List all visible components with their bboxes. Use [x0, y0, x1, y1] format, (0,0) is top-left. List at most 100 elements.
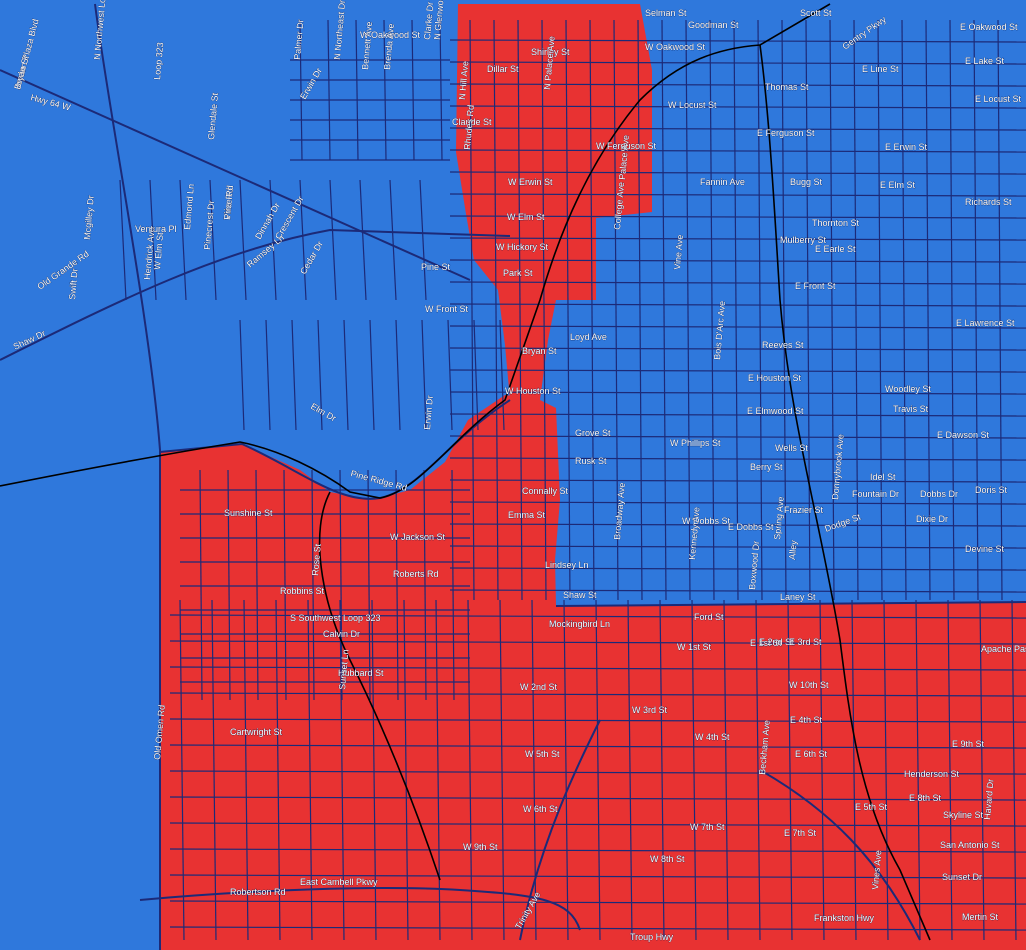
street-segment: [449, 501, 1026, 505]
street-segment: [449, 391, 1026, 395]
street-label: Loyd Ave: [570, 332, 607, 342]
street-segment: [613, 19, 619, 601]
street-label: Lindsey Ln: [545, 560, 589, 570]
street-label: Edmond Ln: [182, 183, 196, 230]
street-segment: [589, 19, 595, 601]
street-segment: [447, 319, 453, 431]
street-label: E Locust St: [975, 94, 1022, 104]
street-label: E Oakwood St: [960, 22, 1018, 32]
street-label: Palace Ave: [617, 135, 631, 181]
street-label: W 10th St: [789, 680, 829, 690]
street-label: E Ferguson St: [757, 128, 815, 138]
street-label: Mertin St: [962, 912, 999, 922]
street-segment: [359, 179, 367, 301]
street-segment: [369, 319, 375, 431]
street-segment: [227, 469, 231, 701]
street-segment: [517, 19, 523, 601]
hwy-64-road: [0, 69, 471, 281]
street-label: Apache Pass Dr: [981, 644, 1026, 654]
street-label: Spring Ave: [772, 496, 786, 540]
street-segment: [449, 83, 1026, 87]
street-label: Vine Ave: [672, 234, 685, 270]
street-segment: [169, 926, 1026, 931]
street-label: Alley: [787, 539, 799, 560]
street-label: Berry St: [750, 462, 783, 472]
street-label: N Hill Ave: [457, 61, 470, 101]
street-label: Shaw St: [563, 590, 597, 600]
street-segment: [449, 369, 1026, 373]
street-segment: [291, 319, 297, 431]
street-segment: [637, 19, 643, 601]
railroad-east: [759, 44, 931, 941]
street-label: Boxwood Dr: [747, 540, 761, 590]
street-label: Troup Hwy: [630, 932, 674, 942]
street-label: Dillar St: [487, 64, 519, 74]
street-label: Rhudes Rd: [462, 104, 476, 150]
street-label: Bryan St: [522, 346, 557, 356]
street-segment: [449, 479, 1026, 483]
street-segment: [499, 599, 505, 941]
street-label: E Dawson St: [937, 430, 990, 440]
street-segment: [499, 319, 505, 431]
street-segment: [947, 599, 953, 941]
street-segment: [449, 259, 1026, 263]
street-label: Brenda Ave: [382, 23, 396, 70]
street-segment: [389, 179, 397, 301]
street-segment: [169, 900, 1026, 905]
street-label: Sunset Ln: [337, 649, 350, 690]
street-label: East Cambell Pkwy: [300, 877, 378, 887]
street-segment: [307, 599, 313, 941]
street-segment: [367, 469, 371, 701]
street-label: E 4th St: [790, 715, 823, 725]
street-segment: [565, 19, 571, 601]
street-segment: [239, 179, 247, 301]
street-label: E Erwin St: [885, 142, 928, 152]
street-segment: [467, 599, 473, 941]
street-segment: [449, 325, 1026, 329]
street-segment: [343, 319, 349, 431]
street-segment: [265, 319, 271, 431]
street-label: E Houston St: [748, 373, 802, 383]
street-label: Ford St: [694, 612, 724, 622]
street-label: W Oakwood St: [645, 42, 706, 52]
street-segment: [449, 149, 1026, 153]
street-label: Rose St: [310, 543, 323, 576]
street-segment: [179, 599, 185, 941]
street-segment: [449, 523, 1026, 527]
street-segment: [449, 193, 1026, 197]
street-segment: [421, 319, 427, 431]
street-label: Ventura Pl: [135, 224, 177, 234]
street-label: Idel St: [870, 472, 896, 482]
street-segment: [979, 599, 985, 941]
street-label: Skyline St: [943, 810, 984, 820]
street-label: W 3rd St: [632, 705, 668, 715]
major-roads: [0, 3, 1026, 950]
street-segment: [819, 599, 825, 941]
street-label: Scott St: [800, 8, 832, 18]
street-label: San Antonio St: [940, 840, 1000, 850]
street-label: E 2nd St: [759, 637, 794, 647]
street-segment: [449, 413, 1026, 417]
street-segment: [149, 179, 157, 301]
street-label: W Phillips St: [670, 438, 721, 448]
street-label: Thomas St: [765, 82, 809, 92]
railroads: [0, 3, 931, 941]
street-label: W Locust St: [668, 100, 717, 110]
street-segment: [299, 19, 303, 161]
street-label: Wells St: [775, 443, 808, 453]
street-segment: [473, 319, 479, 431]
street-label: N Palace Ave: [542, 36, 557, 91]
street-segment: [595, 599, 601, 941]
street-segment: [169, 666, 1026, 671]
street-segment: [449, 303, 1026, 307]
street-label: Frankston Hwy: [814, 913, 875, 923]
street-segment: [169, 718, 1026, 723]
street-label: Havard Dr: [982, 778, 996, 820]
street-segment: [169, 848, 1026, 853]
street-label: E 3rd St: [789, 637, 822, 647]
street-segment: [493, 19, 499, 601]
street-label: Loop 323: [152, 42, 165, 80]
street-label: W Erwin St: [508, 177, 553, 187]
street-label: Swift Dr: [67, 268, 80, 300]
